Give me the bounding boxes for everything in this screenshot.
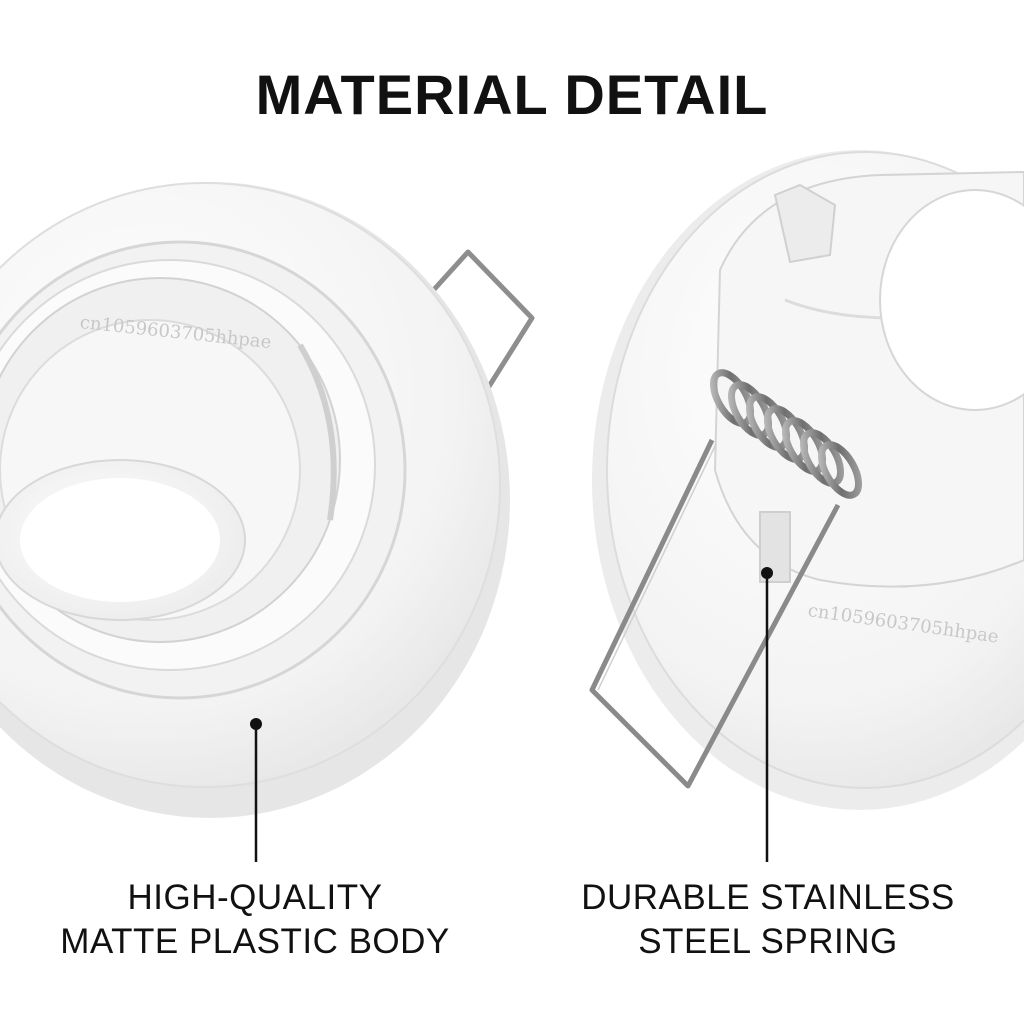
right-downlight-frame (589, 150, 1024, 810)
callout-spring-line1: DURABLE STAINLESS (581, 878, 955, 917)
right-spring-coil (709, 369, 863, 499)
callout-plastic-line2: MATTE PLASTIC BODY (60, 922, 450, 961)
page-title: MATERIAL DETAIL (255, 63, 769, 126)
callout-pointer-spring (761, 567, 773, 862)
callout-pointer-plastic (250, 718, 262, 862)
callout-plastic-body: HIGH-QUALITY MATTE PLASTIC BODY (40, 876, 470, 964)
left-downlight-frame (0, 182, 535, 818)
right-spring-wire (589, 438, 841, 789)
callout-plastic-line1: HIGH-QUALITY (127, 878, 383, 917)
callout-steel-spring: DURABLE STAINLESS STEEL SPRING (560, 876, 976, 964)
callout-spring-line2: STEEL SPRING (638, 922, 898, 961)
left-spring-clip (418, 249, 535, 390)
